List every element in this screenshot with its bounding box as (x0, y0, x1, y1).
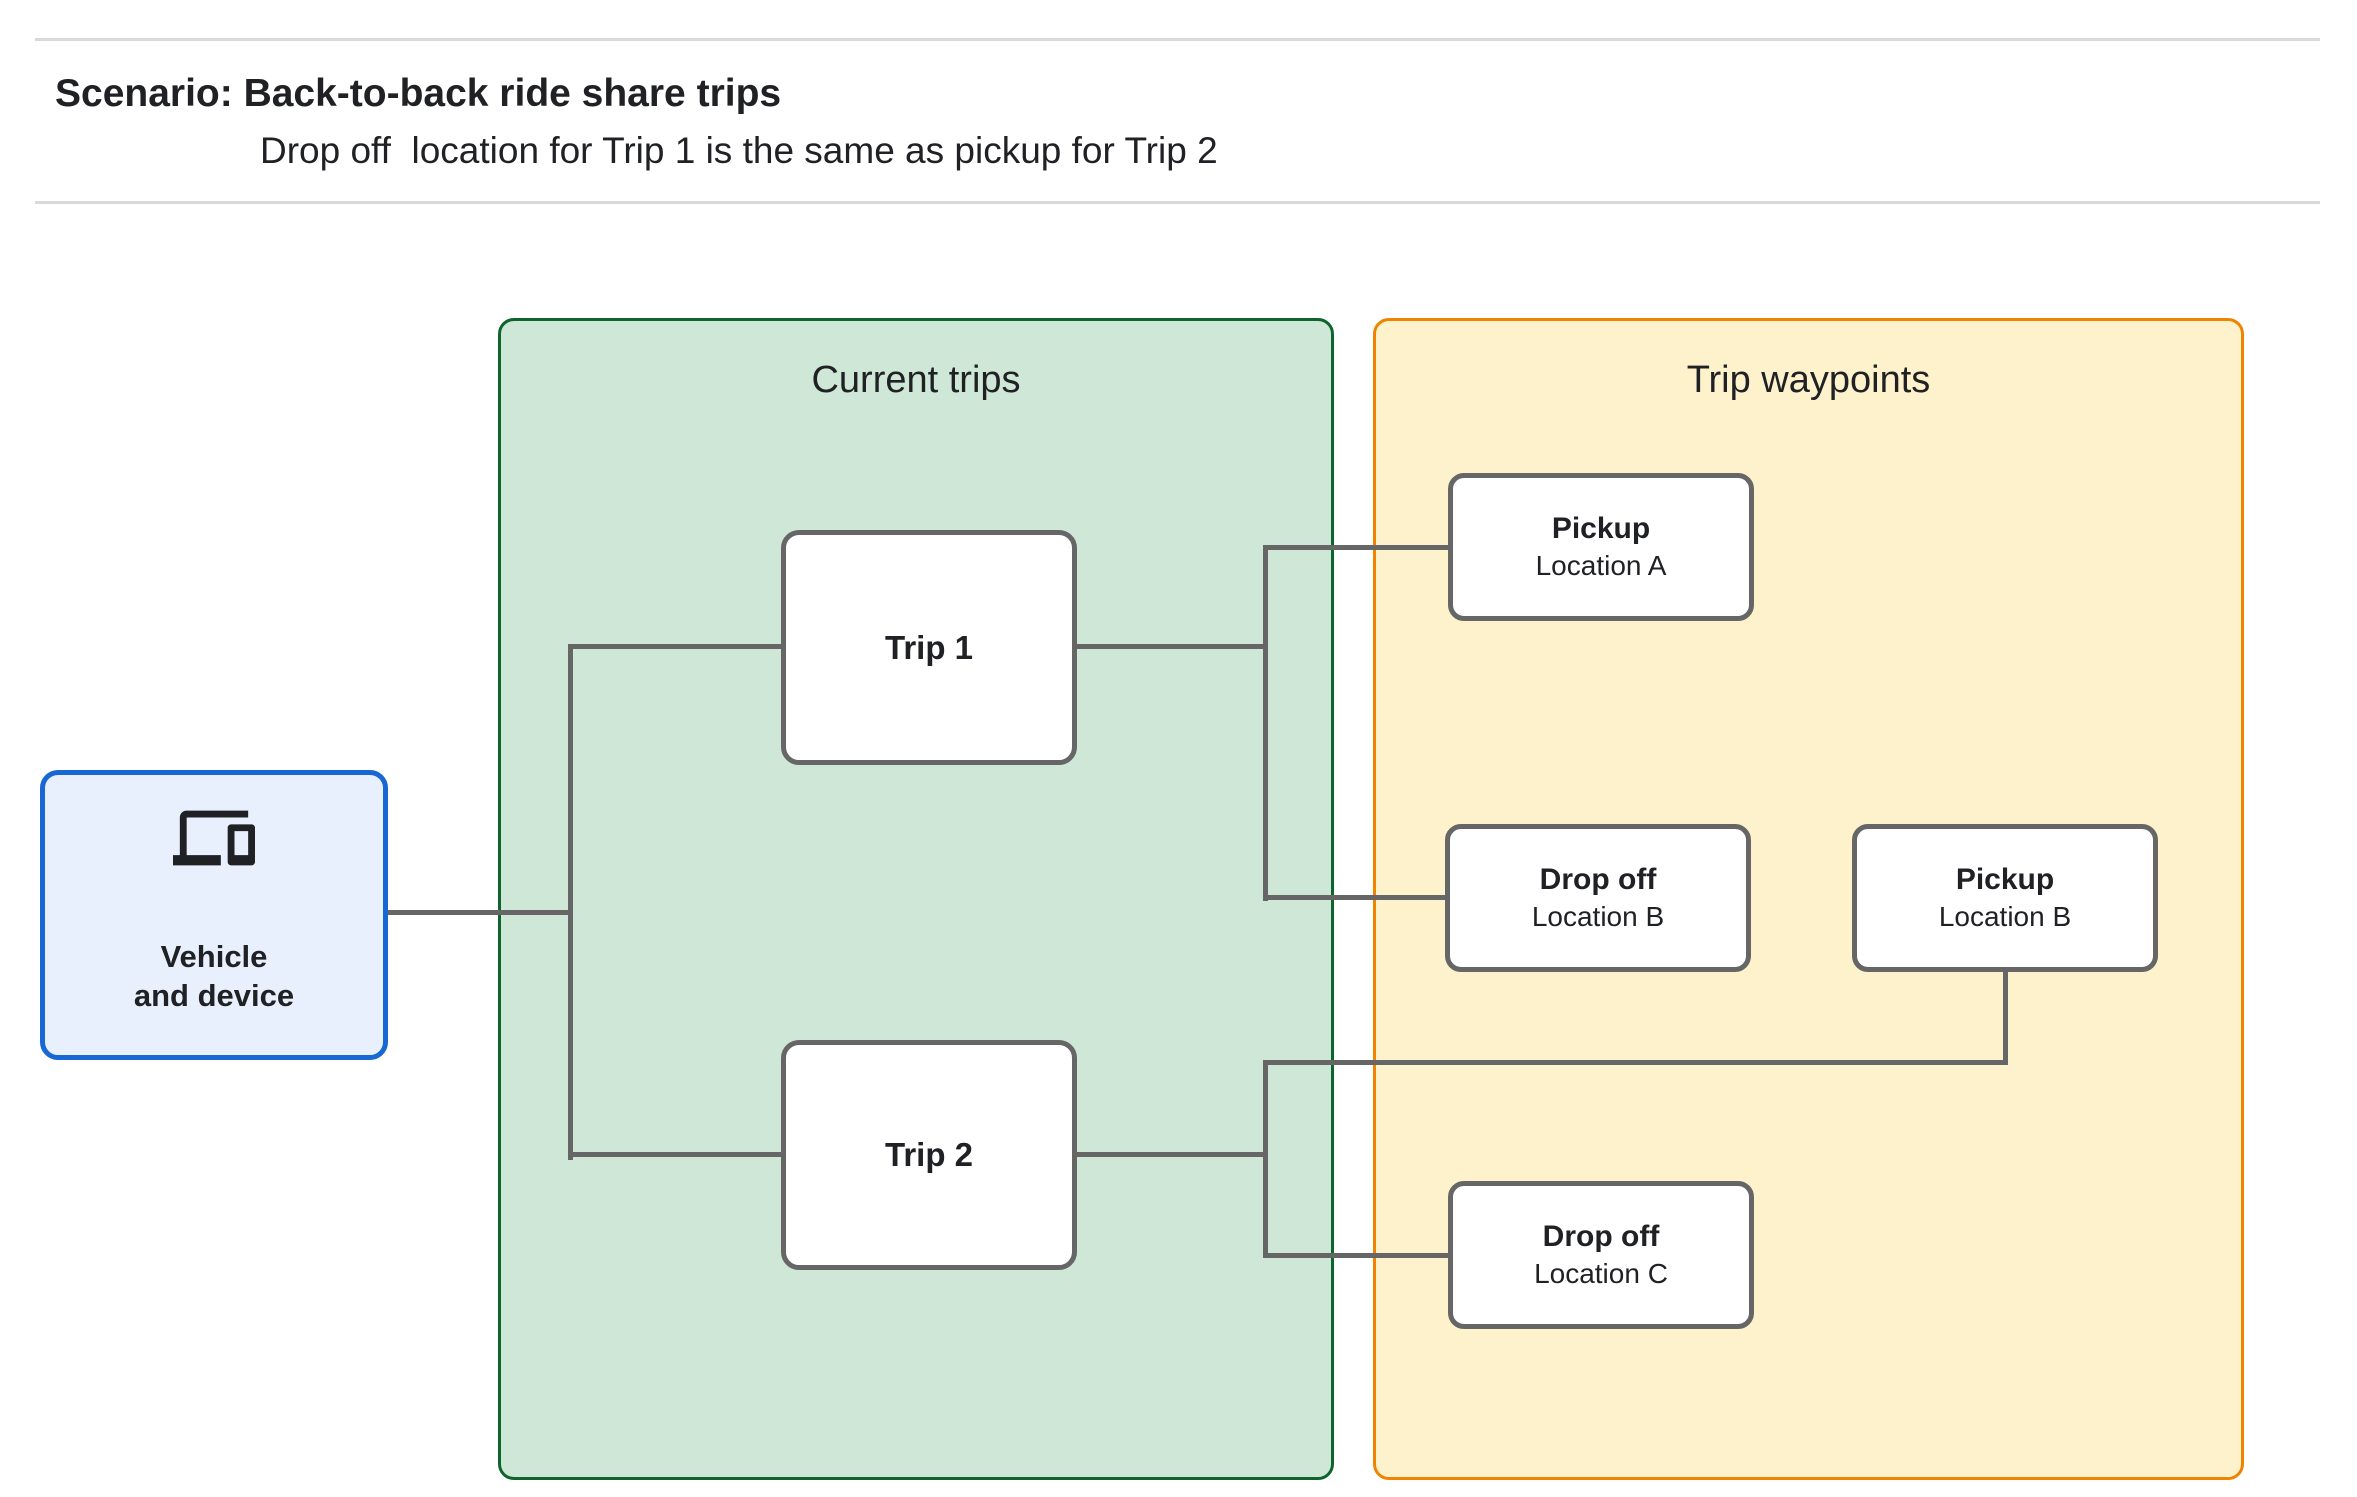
connector-to-trip2 (568, 1152, 781, 1157)
waypoint-dropoff-location-c: Drop off Location C (1448, 1181, 1754, 1329)
trip-waypoints-title: Trip waypoints (1686, 359, 1931, 401)
waypoint-type: Pickup (1551, 512, 1651, 545)
waypoint-type: Drop off (1539, 863, 1657, 896)
vehicle-label: Vehicle and device (134, 937, 294, 1015)
waypoint-dropoff-location-b: Drop off Location B (1445, 824, 1751, 972)
connector-pickup-b-vertical (2003, 968, 2008, 1065)
page-subtitle: Drop off location for Trip 1 is the same… (260, 130, 1218, 171)
vehicle-label-line1: Vehicle (160, 939, 268, 974)
connector-to-dropoff-c (1263, 1253, 1448, 1258)
trip-1-label: Trip 1 (884, 628, 974, 666)
waypoint-location: Location B (1938, 901, 2072, 932)
trip-2-label: Trip 2 (884, 1136, 974, 1173)
connector-trip1-branch-vertical (1263, 545, 1268, 901)
current-trips-title: Current trips (811, 359, 1021, 401)
devices-icon (173, 810, 255, 866)
trip-2-node: Trip 2 (781, 1040, 1077, 1270)
connector-pickup-b-horizontal (1263, 1060, 2008, 1065)
trip-1-node: Trip 1 (781, 530, 1077, 765)
divider-top (35, 38, 2320, 41)
connector-vehicle-horizontal (388, 910, 571, 915)
waypoint-location: Location B (1531, 901, 1665, 932)
vehicle-label-line2: and device (133, 978, 295, 1013)
connector-vehicle-branch-vertical (568, 644, 573, 1160)
page-title: Scenario: Back-to-back ride share trips (55, 72, 782, 115)
divider-bottom (35, 201, 2320, 204)
connector-to-pickup-a (1263, 545, 1448, 550)
waypoint-location: Location A (1535, 550, 1667, 581)
waypoint-type: Drop off (1542, 1220, 1660, 1253)
waypoint-pickup-location-a: Pickup Location A (1448, 473, 1754, 621)
connector-trip2-out (1077, 1152, 1268, 1157)
current-trips-panel: Current trips (498, 318, 1334, 1480)
vehicle-node: Vehicle and device (40, 770, 388, 1060)
connector-trip1-out (1077, 644, 1268, 649)
connector-trip2-branch-vertical (1263, 1060, 1268, 1258)
connector-to-trip1 (568, 644, 781, 649)
waypoint-location: Location C (1534, 1258, 1668, 1289)
waypoint-type: Pickup (1955, 863, 2055, 896)
connector-to-dropoff-b (1263, 895, 1448, 900)
waypoint-pickup-location-b: Pickup Location B (1852, 824, 2158, 972)
